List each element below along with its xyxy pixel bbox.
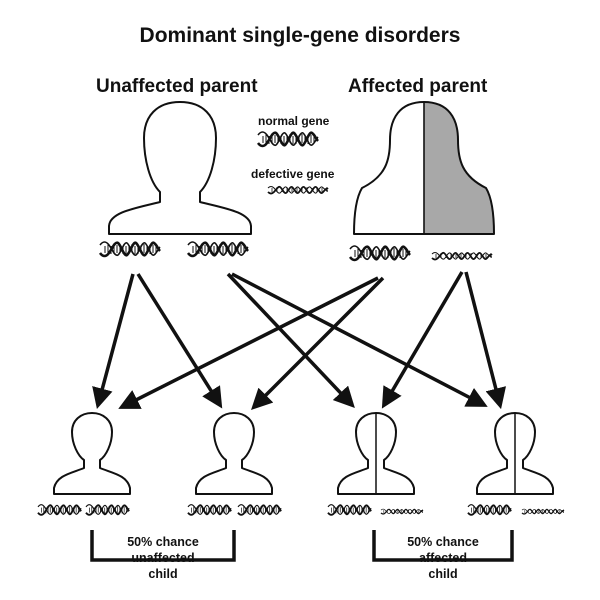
arrow [464,271,507,410]
child-4-normal-gene-icon [467,503,513,516]
affected-outcome-line: 50% chance [407,535,479,549]
arrow [251,276,385,410]
arrow [136,273,223,409]
child-3-normal-gene-icon [327,503,373,516]
arrow [231,272,488,407]
arrow [381,271,464,409]
arrow [92,273,135,410]
unaffected-bracket [90,530,236,562]
unaffected-outcome-line: unaffected [131,551,195,565]
father-gene-1-icon [98,240,162,258]
inheritance-arrows [92,271,507,410]
affected-bracket [372,530,514,562]
child-1-figure [53,412,131,495]
mother-defective-gene-icon [431,251,493,261]
child-2-figure [195,412,273,495]
child-2-gene-2-icon [237,503,283,516]
child-3-figure [337,412,415,495]
child-1-gene-2-icon [85,503,131,516]
child-4-defective-gene-icon [521,508,565,515]
arrow [226,272,355,409]
legend-normal-gene-label: normal gene [258,114,330,128]
child-4-figure [476,412,554,495]
arrow [118,276,379,409]
affected-outcome-line: affected [419,551,467,565]
affected-parent-figure [353,101,495,235]
unaffected-parent-figure [108,101,252,235]
affected-outcome-label: 50% chance affected child [383,534,503,582]
child-3-defective-gene-icon [380,508,424,515]
unaffected-outcome-label: 50% chance unaffected child [103,534,223,582]
unaffected-parent-label: Unaffected parent [96,76,258,97]
affected-parent-label: Affected parent [348,76,488,97]
mother-normal-gene-icon [348,244,412,262]
child-1-gene-1-icon [37,503,83,516]
diagram-title: Dominant single-gene disorders [139,24,461,47]
legend-normal-gene-icon [256,130,320,148]
child-2-gene-1-icon [187,503,233,516]
legend-defective-gene-icon [267,185,329,195]
father-gene-2-icon [186,240,250,258]
affected-outcome-line: child [428,567,458,581]
unaffected-outcome-line: child [148,567,178,581]
legend-defective-gene-label: defective gene [251,167,335,181]
unaffected-outcome-line: 50% chance [127,535,199,549]
